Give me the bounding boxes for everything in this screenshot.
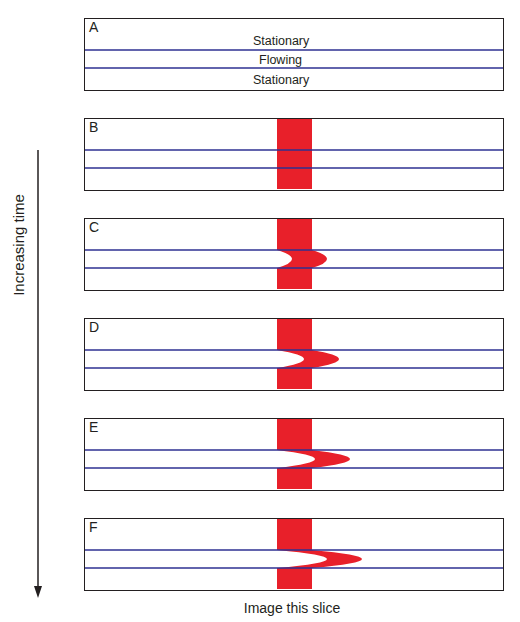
time-panel: D bbox=[84, 318, 504, 391]
panel-letter: F bbox=[89, 520, 98, 534]
panel-letter: C bbox=[89, 220, 99, 234]
band-label: Flowing bbox=[259, 53, 302, 67]
panel-letter: A bbox=[89, 20, 98, 34]
time-panel: AStationaryFlowingStationary bbox=[84, 18, 504, 91]
time-panel: F bbox=[84, 518, 504, 591]
panel-letter: D bbox=[89, 320, 99, 334]
band-label: Stationary bbox=[253, 73, 309, 87]
panel-letter: B bbox=[89, 120, 98, 134]
vacated-region bbox=[277, 250, 312, 568]
parabolic-bolus bbox=[277, 250, 362, 568]
time-panel: E bbox=[84, 418, 504, 491]
band-label: Stationary bbox=[253, 34, 309, 48]
time-panel: C bbox=[84, 218, 504, 291]
axis-label: Increasing time bbox=[10, 194, 27, 296]
band-boundary bbox=[85, 50, 503, 568]
time-panel: B bbox=[84, 118, 504, 191]
panel-letter: E bbox=[89, 420, 98, 434]
time-arrow bbox=[34, 150, 42, 598]
caption-label: Image this slice bbox=[244, 600, 340, 616]
